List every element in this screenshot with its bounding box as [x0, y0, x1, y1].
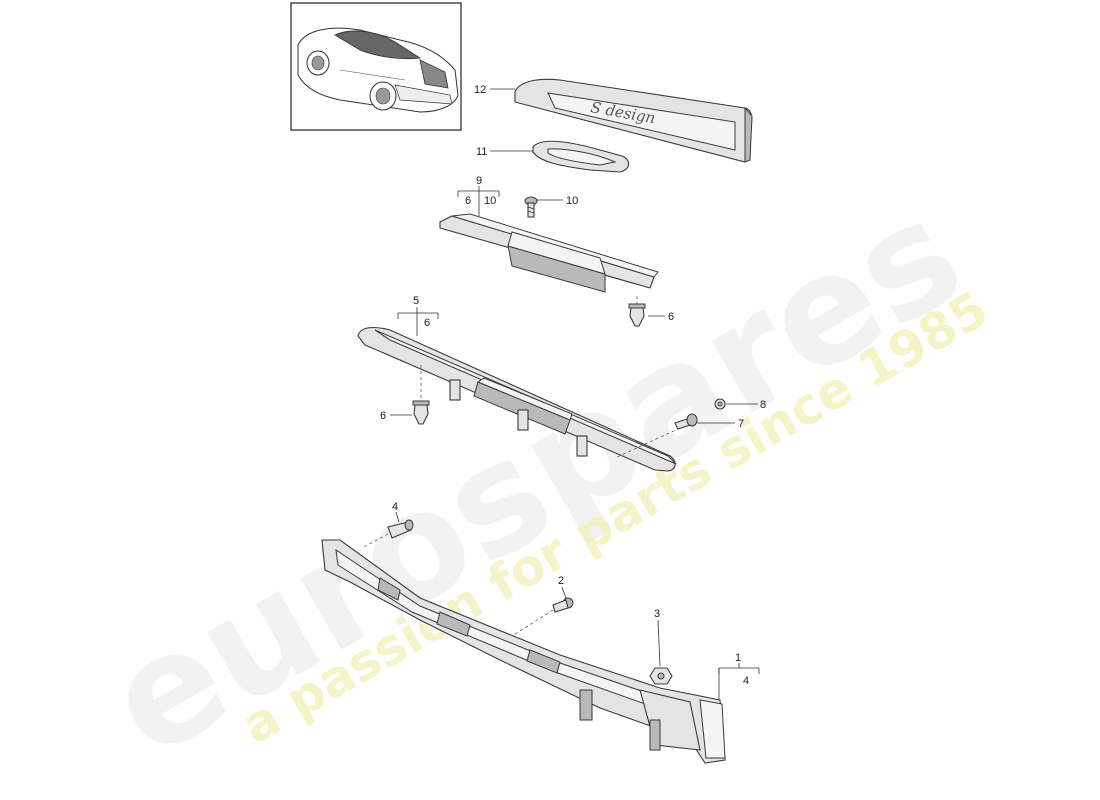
callout-numbers: 12 11 9 6 10 10 6 5 6 6 8 7 4 2 3 1 4 — [380, 84, 766, 687]
callout-9-sub-10: 10 — [484, 195, 496, 207]
callout-5-sub-6: 6 — [424, 317, 430, 329]
callout-9-sub-6: 6 — [465, 195, 471, 207]
car-illustration — [297, 27, 459, 113]
callout-1-sub-4: 4 — [743, 675, 749, 687]
callout-12: 12 — [474, 84, 486, 96]
callout-8: 8 — [760, 399, 766, 411]
part-10-screw — [524, 196, 538, 218]
part-6-clip-lower — [412, 365, 430, 425]
callout-11: 11 — [476, 146, 487, 158]
part-11-seal — [532, 140, 630, 173]
part-3-nut — [649, 667, 673, 685]
callout-6-lower: 6 — [380, 410, 386, 422]
callout-10: 10 — [566, 195, 578, 207]
callout-3: 3 — [654, 608, 660, 620]
callout-1: 1 — [735, 652, 741, 664]
part-5-sill-trim — [357, 326, 677, 472]
part-2-screw — [511, 597, 574, 637]
part-7-bolt — [614, 413, 698, 459]
callout-4: 4 — [392, 501, 398, 513]
part-1-carrier-frame — [321, 539, 726, 764]
callout-7: 7 — [738, 418, 744, 430]
part-9-trim-panel — [439, 213, 659, 293]
leader-lines — [390, 88, 760, 700]
callout-6-upper: 6 — [668, 311, 674, 323]
callout-2: 2 — [558, 575, 564, 587]
part-8-nut — [714, 398, 726, 410]
vehicle-thumbnail — [290, 2, 462, 131]
part-6-clip-upper — [628, 296, 646, 327]
callout-5: 5 — [413, 295, 419, 307]
part-4-pin — [361, 519, 414, 549]
callout-9: 9 — [476, 175, 482, 187]
part-12-sill-cover: S design — [514, 78, 753, 163]
